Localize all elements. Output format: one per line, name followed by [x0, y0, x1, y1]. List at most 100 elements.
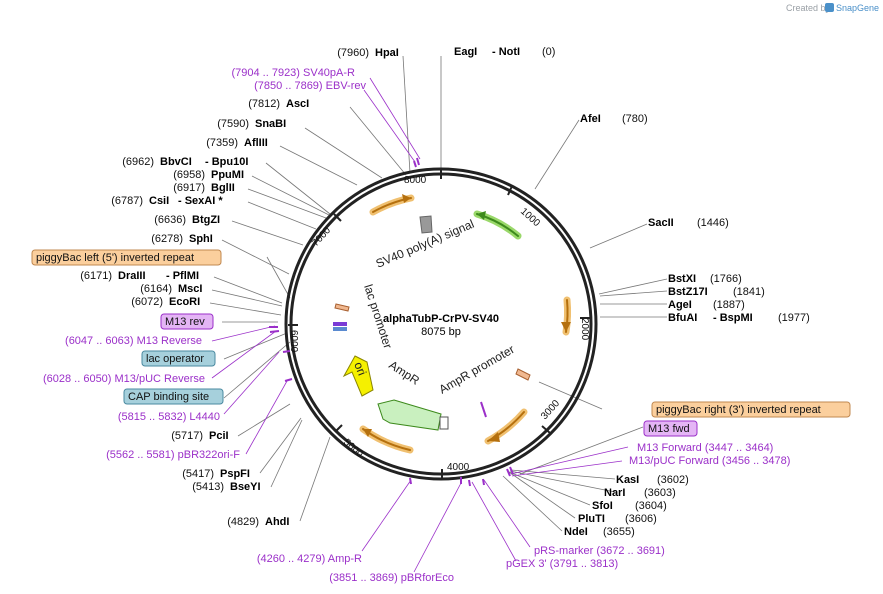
pcii-position: (5717)	[171, 430, 203, 442]
sv40-polya-feature	[419, 215, 433, 234]
tick-label-8000: 8000	[404, 175, 427, 186]
eagi-position: (0)	[542, 46, 555, 58]
m13-fwd-label: M13 fwd	[648, 423, 690, 435]
nari-position: (3603)	[644, 487, 676, 499]
afei-position: (780)	[622, 113, 648, 125]
primer-sv40pa-r: (7904 .. 7923) SV40pA-R	[231, 67, 355, 79]
m13-rev-label: M13 rev	[165, 316, 205, 328]
bglii-label: BglII	[211, 182, 235, 194]
btgzi-label: BtgZI	[192, 214, 220, 226]
kasi-position: (3602)	[657, 474, 689, 486]
primer-m13-forward: M13 Forward (3447 .. 3464)	[637, 442, 773, 454]
ahdi-position: (4829)	[227, 516, 259, 528]
hpai-position: (7960)	[337, 47, 369, 59]
agei-label: AgeI	[668, 299, 692, 311]
bstz17i-position: (1841)	[733, 286, 765, 298]
primer-marks	[269, 157, 514, 487]
right-primer-labels: M13 Forward (3447 .. 3464) M13/pUC Forwa…	[257, 442, 791, 584]
ndei-position: (3655)	[603, 526, 635, 538]
lac-operator-label: lac operator	[146, 353, 204, 365]
bspmi-label: - BspMI	[713, 312, 753, 324]
sfoi-position: (3604)	[635, 500, 667, 512]
tick-label-2000: 2000	[579, 318, 590, 341]
bbvci-position: (6962)	[122, 156, 154, 168]
bstxi-position: (1766)	[710, 273, 742, 285]
bbvci-label: BbvCI	[160, 156, 192, 168]
primer-prs-marker: pRS-marker (3672 .. 3691)	[534, 545, 665, 557]
kasi-label: KasI	[616, 474, 639, 486]
afei-label: AfeI	[580, 113, 601, 125]
msci-position: (6164)	[140, 283, 172, 295]
pflmi-label: - PflMI	[166, 270, 199, 282]
primer-connectors	[211, 77, 629, 573]
asci-position: (7812)	[248, 98, 280, 110]
ampr-promoter-feature	[515, 368, 531, 381]
csii-label: CsiI	[149, 195, 169, 207]
ecori-label: EcoRI	[169, 296, 200, 308]
sphi-position: (6278)	[151, 233, 183, 245]
msci-label: MscI	[178, 283, 202, 295]
plasmid-name: alphaTubP-CrPV-SV40	[383, 313, 499, 325]
snabi-label: SnaBI	[255, 118, 286, 130]
green-arc-top	[473, 210, 522, 240]
ori-label: ori	[351, 360, 369, 378]
primer-m13puc-forward: M13/pUC Forward (3456 .. 3478)	[629, 455, 790, 467]
orange-arc-top-left	[369, 194, 415, 216]
primer-amp-r: (4260 .. 4279) Amp-R	[257, 553, 362, 565]
aflii-label: AflIII	[244, 137, 268, 149]
primer-pbr322ori-f: (5562 .. 5581) pBR322ori-F	[106, 449, 240, 461]
inner-primer-mark	[480, 401, 487, 418]
ppumi-label: PpuMI	[211, 169, 244, 181]
m13-rev-mark	[333, 322, 347, 326]
ahdi-label: AhdI	[265, 516, 289, 528]
bseyi-label: BseYI	[230, 481, 261, 493]
bpu10i-label: - Bpu10I	[205, 156, 248, 168]
primer-pgex-3: pGEX 3' (3791 .. 3813)	[506, 558, 618, 570]
bglii-position: (6917)	[173, 182, 205, 194]
primer-pbrforeco: (3851 .. 3869) pBRforEco	[329, 572, 454, 584]
inner-features	[333, 215, 531, 431]
primer-m13puc-reverse: (6028 .. 6050) M13/pUC Reverse	[43, 373, 205, 385]
outer-features	[359, 194, 572, 454]
pluti-position: (3606)	[625, 513, 657, 525]
ampr-promoter-label: AmpR promoter	[437, 342, 517, 396]
aflii-position: (7359)	[206, 137, 238, 149]
label-connectors	[209, 55, 668, 532]
draiii-position: (6171)	[80, 270, 112, 282]
plasmid-size: 8075 bp	[421, 326, 461, 338]
orange-arc-bottom-left	[359, 425, 414, 454]
tick-label-6000: 6000	[288, 330, 299, 353]
snapgene-brand-text: SnapGene	[836, 3, 879, 13]
ppumi-position: (6958)	[173, 169, 205, 181]
hpai-label: HpaI	[375, 47, 399, 59]
small-orange-feature	[334, 303, 350, 312]
piggybac-right-label: piggyBac right (3') inverted repeat	[656, 404, 821, 416]
snabi-position: (7590)	[217, 118, 249, 130]
piggybac-left-label: piggyBac left (5') inverted repeat	[36, 252, 194, 264]
lac-operator-mark	[333, 327, 347, 331]
primer-ebv-rev: (7850 .. 7869) EBV-rev	[254, 80, 366, 92]
orange-arc-bottom-right	[484, 408, 528, 445]
btgzi-position: (6636)	[154, 214, 186, 226]
pspfi-position: (5417)	[182, 468, 214, 480]
primer-l4440: (5815 .. 5832) L4440	[118, 411, 220, 423]
created-by-text: Created by	[786, 3, 831, 13]
csii-position: (6787)	[111, 195, 143, 207]
agei-position: (1887)	[713, 299, 745, 311]
bseyi-position: (5413)	[192, 481, 224, 493]
sfoi-label: SfoI	[592, 500, 613, 512]
snapgene-logo-icon	[825, 3, 834, 12]
noti-label: - NotI	[492, 46, 520, 58]
bstz17i-label: BstZ17I	[668, 286, 708, 298]
tick-marks	[288, 169, 590, 479]
ampr-label: AmpR	[386, 358, 422, 388]
cap-binding-site-label: CAP binding site	[128, 391, 209, 403]
nari-label: NarI	[604, 487, 625, 499]
sexai-label: - SexAI *	[178, 195, 223, 207]
ori-feature	[342, 355, 374, 397]
tick-label-4000: 4000	[447, 462, 470, 473]
draiii-label: DraIII	[118, 270, 146, 282]
pspfi-label: PspFI	[220, 468, 250, 480]
